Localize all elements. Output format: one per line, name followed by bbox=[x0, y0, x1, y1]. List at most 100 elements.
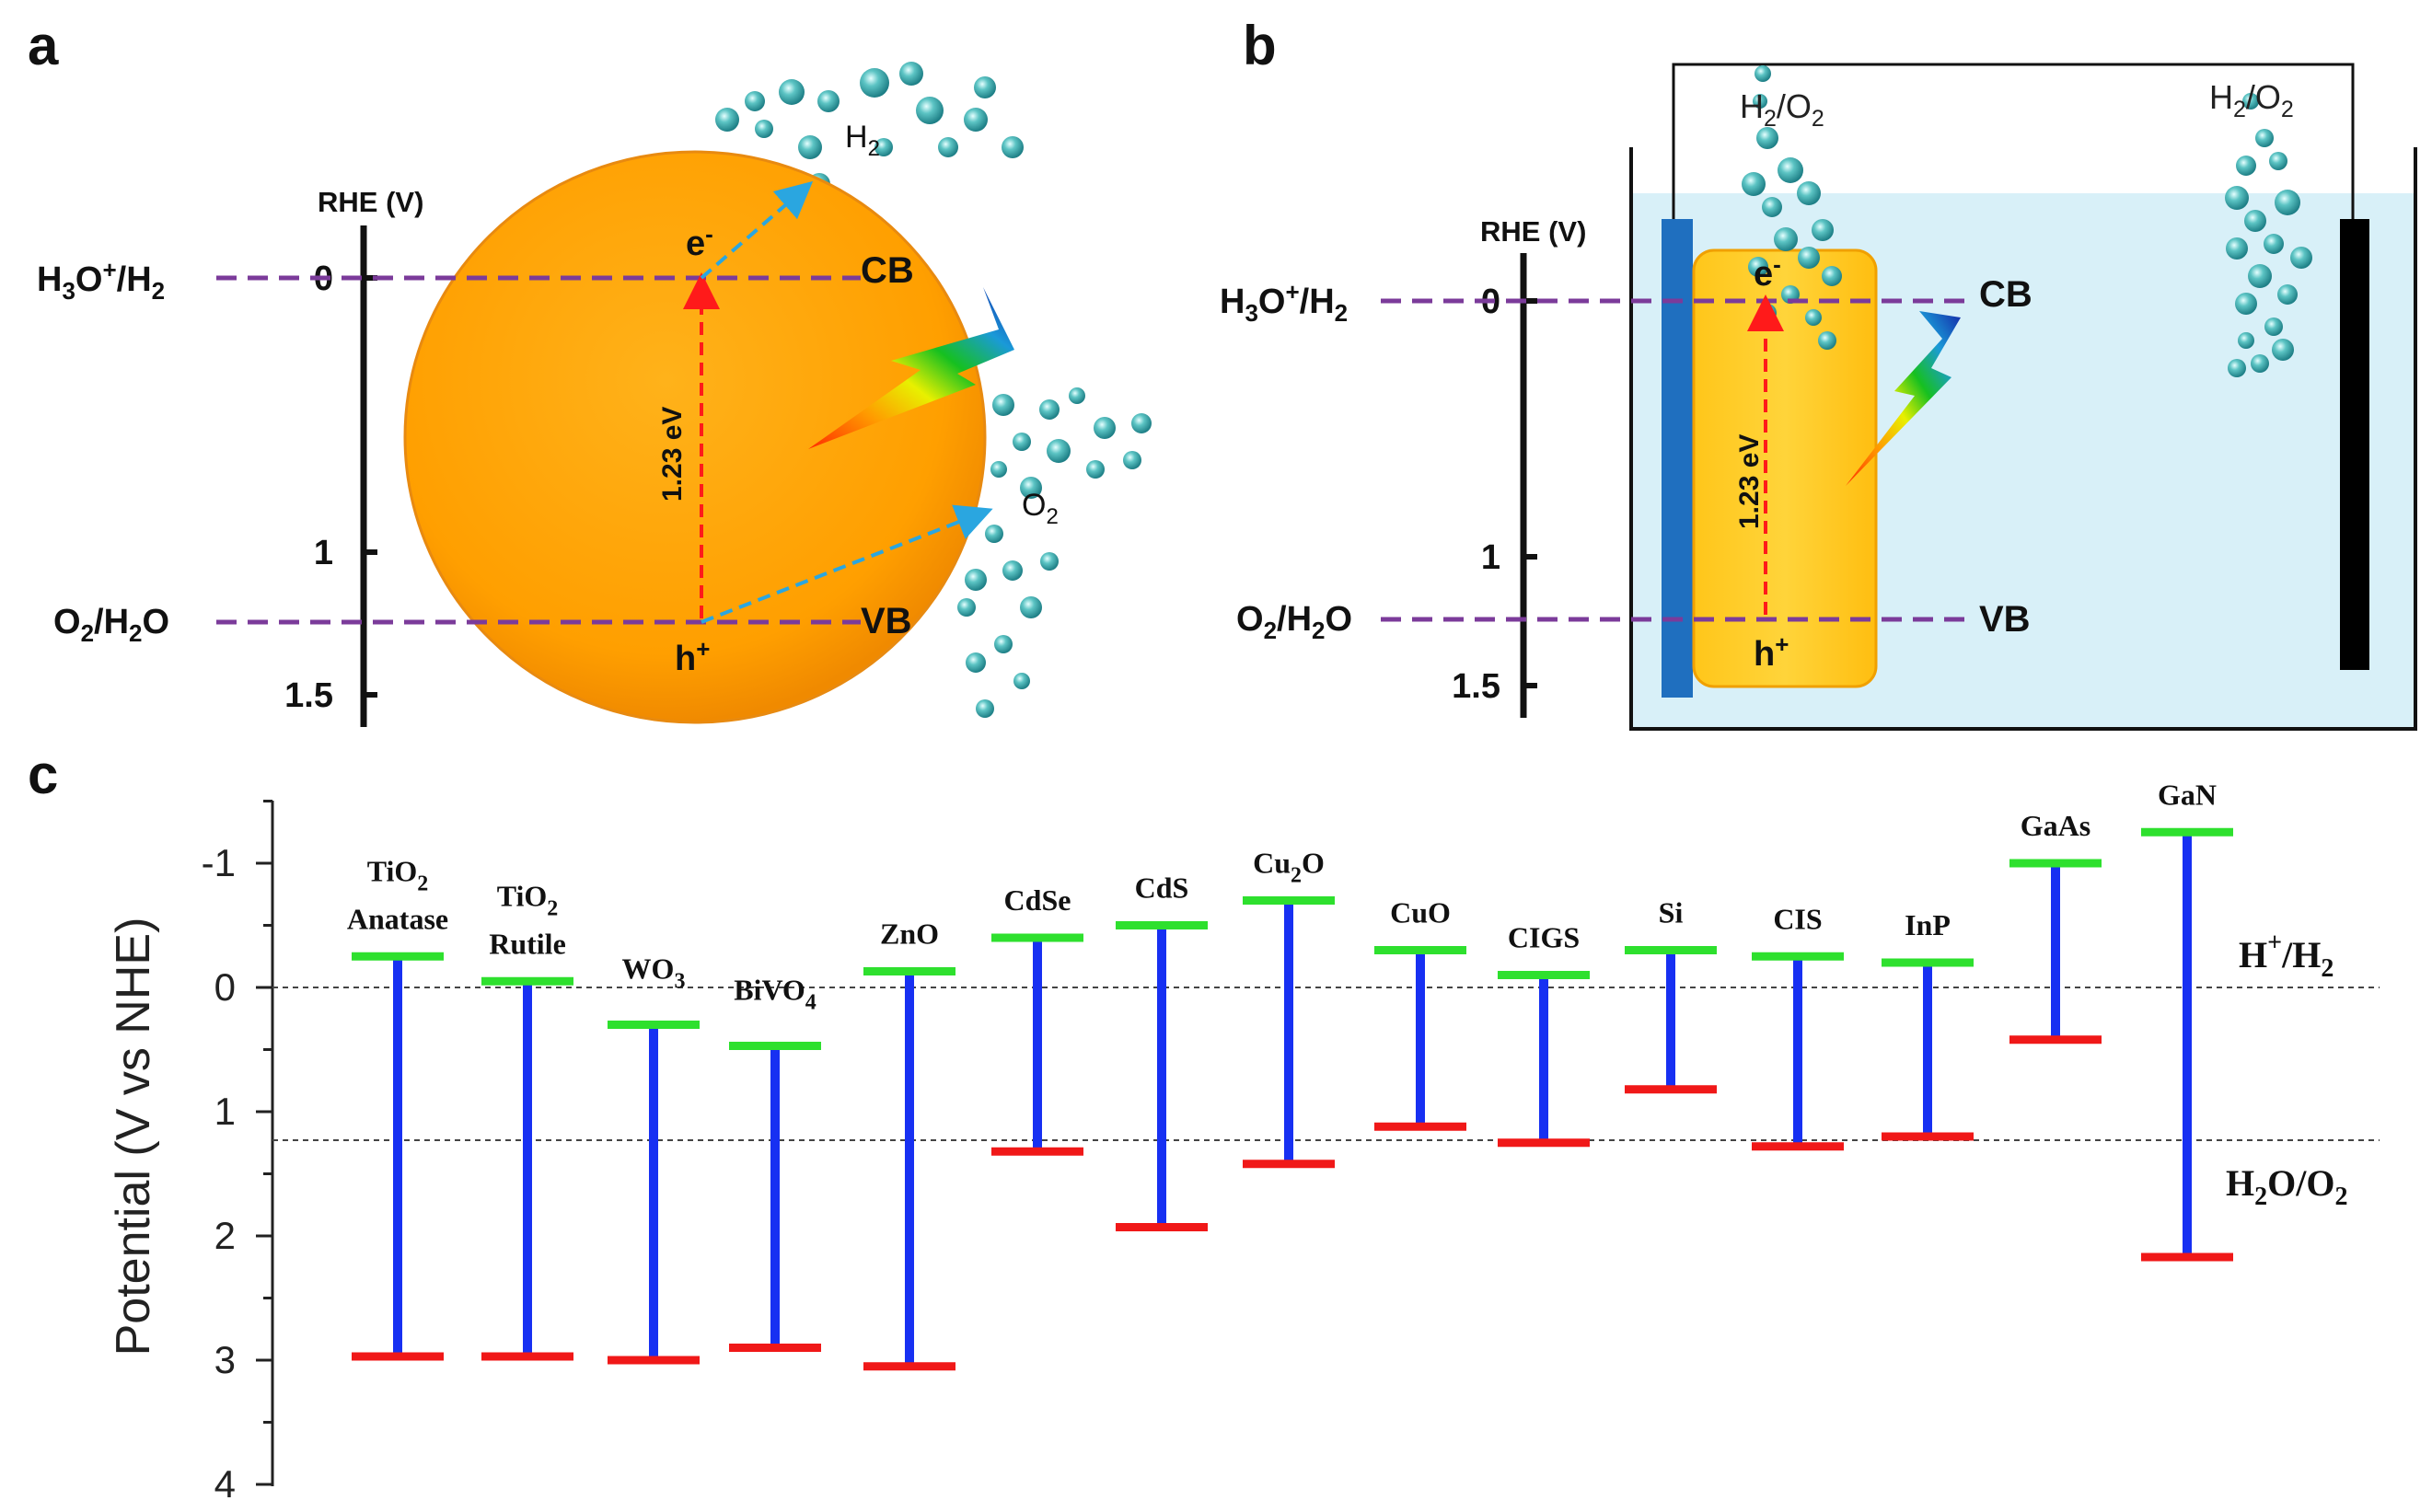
bubble bbox=[899, 62, 923, 86]
material-label: WO3 bbox=[622, 952, 686, 994]
bubble bbox=[957, 598, 976, 617]
material-label: Si bbox=[1659, 896, 1684, 929]
bubble bbox=[1756, 127, 1778, 149]
bubble bbox=[1020, 477, 1042, 499]
bubble bbox=[798, 135, 822, 159]
bubble bbox=[2264, 234, 2284, 254]
bubble bbox=[1797, 181, 1821, 205]
bubble bbox=[2248, 264, 2272, 288]
counter-electrode bbox=[2340, 219, 2369, 670]
bubble bbox=[1040, 552, 1059, 571]
o-level-label-b: O2/H2O bbox=[1236, 600, 1352, 644]
bubble bbox=[1013, 433, 1031, 451]
material-label: CIGS bbox=[1508, 921, 1580, 954]
material-label: TiO2 bbox=[367, 854, 429, 895]
bubble bbox=[1047, 439, 1071, 463]
rhe-axis-label: RHE (V) bbox=[318, 186, 423, 218]
bubble bbox=[2236, 156, 2256, 176]
bubble bbox=[965, 569, 987, 591]
y-tick-label: 2 bbox=[214, 1214, 236, 1257]
vb-label-a: VB bbox=[861, 601, 912, 641]
tick-label-1-b: 1 bbox=[1481, 538, 1500, 577]
bubble bbox=[974, 76, 996, 98]
tick-label-1-5: 1.5 bbox=[284, 676, 333, 715]
bubble bbox=[755, 120, 773, 138]
bubble bbox=[1123, 451, 1141, 469]
bubble bbox=[1748, 257, 1768, 277]
bubble bbox=[2242, 93, 2259, 110]
bubble bbox=[2251, 354, 2269, 373]
gas-label-left: H2/O2 bbox=[1740, 87, 1824, 132]
material-sublabel: Anatase bbox=[347, 902, 448, 935]
bubble bbox=[1762, 197, 1782, 217]
material-label: GaN bbox=[2158, 778, 2217, 811]
bubble bbox=[964, 108, 988, 132]
bubble bbox=[2277, 284, 2298, 305]
bubble bbox=[2275, 190, 2300, 215]
bubble bbox=[2255, 129, 2274, 147]
material-sublabel: Rutile bbox=[489, 927, 566, 960]
electron-label-a: e- bbox=[686, 220, 713, 263]
cb-label-a: CB bbox=[861, 250, 914, 291]
gap-label-b: 1.23 eV bbox=[1734, 434, 1765, 529]
bubble bbox=[2290, 247, 2312, 269]
bubble bbox=[2244, 210, 2266, 232]
gas-bubbles bbox=[1742, 65, 2312, 377]
bubble bbox=[916, 97, 944, 124]
hole-label-a: h+ bbox=[675, 635, 710, 678]
vb-label-b: VB bbox=[1979, 599, 2031, 640]
y-tick-label: -1 bbox=[202, 841, 236, 884]
bubble bbox=[2272, 339, 2294, 361]
hole-label-b: h+ bbox=[1754, 630, 1789, 674]
bubble bbox=[779, 79, 805, 105]
bubble bbox=[2264, 317, 2283, 336]
bubble bbox=[1818, 331, 1836, 350]
bubble bbox=[1039, 399, 1060, 420]
bubble bbox=[2238, 332, 2254, 349]
panel-letter-c: c bbox=[28, 744, 58, 805]
y-tick-label: 4 bbox=[214, 1462, 236, 1506]
material-label: CdS bbox=[1135, 871, 1189, 905]
bubble bbox=[1753, 94, 1767, 109]
bubble bbox=[976, 699, 994, 718]
bubble bbox=[1774, 227, 1798, 251]
band-edge-bars bbox=[352, 827, 2233, 1371]
electron-label-b: e- bbox=[1754, 250, 1781, 294]
material-label: BiVO4 bbox=[734, 973, 816, 1014]
bubble bbox=[1086, 460, 1105, 479]
bubble bbox=[2228, 359, 2246, 377]
bubble bbox=[1812, 219, 1834, 241]
bubble bbox=[1094, 417, 1116, 439]
bubble bbox=[1778, 157, 1803, 183]
panel-letter-a: a bbox=[28, 15, 59, 76]
panel-a: a RHE (V) 0 1 1.5 H3O+/H2 O2/H2O CB VB 1… bbox=[28, 15, 1152, 727]
bubble bbox=[1002, 136, 1024, 158]
bubble bbox=[1798, 247, 1820, 269]
bubble bbox=[1020, 596, 1042, 618]
y-tick-label: 1 bbox=[214, 1090, 236, 1133]
bubble bbox=[1002, 560, 1023, 581]
bubble bbox=[2269, 152, 2287, 170]
bubble bbox=[994, 635, 1013, 653]
bubble bbox=[715, 108, 739, 132]
bubble bbox=[966, 652, 986, 673]
o-level-label: O2/H2O bbox=[53, 603, 169, 647]
h-level-label: H3O+/H2 bbox=[37, 256, 165, 305]
reference-label: H2O/O2 bbox=[2226, 1162, 2347, 1211]
bubble bbox=[745, 91, 765, 111]
bubble bbox=[860, 68, 889, 98]
bubble bbox=[817, 90, 840, 112]
hole-transfer-arrow bbox=[701, 504, 993, 624]
bubble bbox=[1131, 413, 1152, 433]
reference-label: H+/H2 bbox=[2239, 929, 2334, 983]
rhe-axis-label-b: RHE (V) bbox=[1480, 215, 1586, 248]
h2-o2-bubbles bbox=[677, 62, 1152, 718]
gas-label-right: H2/O2 bbox=[2209, 78, 2294, 122]
y-tick-label: 3 bbox=[214, 1338, 236, 1381]
o2-label-a: O2 bbox=[1022, 488, 1059, 529]
y-axis-label: Potential (V vs NHE) bbox=[107, 918, 160, 1356]
tick-label-1-5-b: 1.5 bbox=[1452, 667, 1500, 706]
